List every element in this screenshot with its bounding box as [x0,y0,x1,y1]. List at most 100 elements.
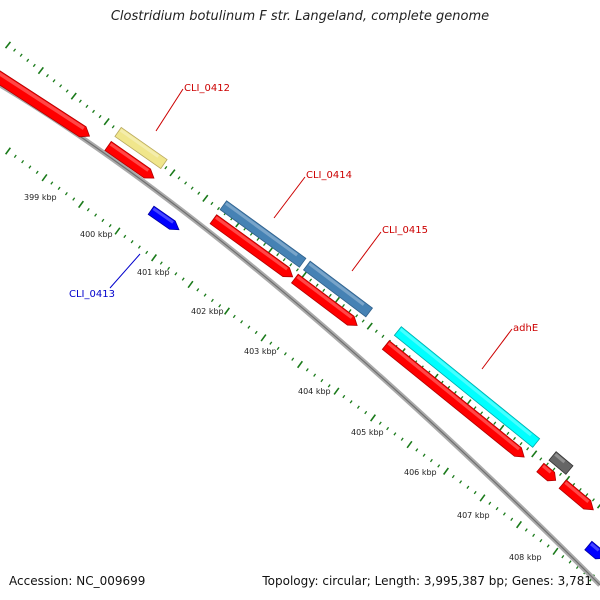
minor-tick [85,104,89,108]
minor-tick [526,447,530,451]
major-tick [41,173,48,182]
minor-tick [216,206,220,211]
minor-tick [355,314,359,318]
minor-tick [578,488,582,492]
minor-tick [320,378,324,383]
minor-tick [381,334,385,338]
leader-lines [109,88,513,370]
feature-adhe[interactable] [393,326,541,448]
minor-tick [502,512,506,516]
major-tick [531,450,538,458]
minor-tick [159,261,163,265]
major-tick [260,334,267,342]
minor-tick [98,114,102,119]
major-tick [479,494,486,502]
feature-cli-0413[interactable] [147,205,182,234]
minor-tick [488,501,492,505]
minor-tick [276,346,280,351]
minor-tick [510,517,514,521]
minor-tick [539,538,543,543]
minor-tick [361,319,365,323]
minor-tick [247,325,251,329]
major-tick [114,227,121,235]
minor-tick [356,405,360,409]
cds-feature[interactable] [104,140,157,182]
gene-label-cli-0412[interactable]: CLI_0412 [184,83,230,94]
minor-tick [545,462,549,466]
minor-tick [65,89,69,93]
tick-label: 400 kbp [80,230,113,239]
minor-tick [137,245,141,249]
major-tick [77,200,85,209]
minor-tick [86,208,90,212]
major-tick [296,360,304,369]
minor-tick [328,293,332,298]
minor-tick [495,506,499,511]
major-tick [37,66,44,75]
minor-tick [167,266,171,271]
cds-feature[interactable] [0,66,93,141]
minor-tick [552,467,556,471]
genome-backbone-edge [0,84,600,586]
minor-tick [35,170,39,175]
minor-tick [386,426,390,431]
tick-label: 401 kbp [137,268,170,277]
minor-tick [196,288,200,292]
minor-tick [349,400,353,404]
minor-tick [591,498,595,502]
minor-tick [348,309,352,313]
gene-label-adhe[interactable]: adhE [513,323,538,334]
minor-tick [263,242,267,246]
minor-tick [341,304,345,308]
minor-tick [21,159,25,164]
minor-tick [437,464,441,468]
minor-tick [327,384,331,388]
gene-label-cli-0414[interactable]: CLI_0414 [306,170,352,181]
cds-feature[interactable] [558,479,597,514]
minor-tick [486,416,490,420]
minor-tick [309,278,313,282]
minor-tick [473,406,477,410]
minor-tick [203,293,207,297]
minor-tick [13,154,17,159]
minor-tick [57,186,61,191]
minor-tick [13,48,17,52]
cds-feature[interactable] [381,340,527,462]
minor-tick [295,268,299,272]
gene-label-cli-0413[interactable]: CLI_0413 [69,289,115,300]
minor-tick [26,58,30,62]
minor-tick [561,554,565,559]
gene-label-cli-0415[interactable]: CLI_0415 [382,225,428,236]
minor-tick [524,528,528,532]
minor-tick [72,197,76,201]
minor-tick [130,240,134,244]
major-tick [366,322,373,330]
feature-cli-0412[interactable] [114,126,168,170]
feature-group [0,66,600,562]
minor-tick [342,394,346,399]
minor-tick [174,272,178,276]
major-tick [202,194,209,202]
genome-summary-text: Topology: circular; Length: 3,995,387 bp… [262,574,592,588]
minor-tick [568,560,572,564]
cds-feature[interactable] [536,462,559,484]
minor-tick [322,288,326,292]
feature-cli-0414[interactable] [219,200,307,268]
accession-text: Accession: NC_009699 [9,574,146,588]
cds-feature[interactable] [209,214,296,282]
misc-feature[interactable] [548,451,574,475]
major-tick [103,118,110,126]
tick-label: 408 kbp [509,553,542,562]
minor-tick [164,166,168,170]
cds-feature[interactable] [290,273,361,330]
minor-tick [305,368,309,372]
feature-cli-0415[interactable] [302,260,374,318]
minor-tick [378,421,382,425]
minor-tick [422,453,426,457]
minor-tick [364,410,368,415]
major-tick [596,503,600,509]
cds-feature[interactable] [584,540,600,562]
major-tick [369,414,377,422]
minor-tick [92,109,96,114]
